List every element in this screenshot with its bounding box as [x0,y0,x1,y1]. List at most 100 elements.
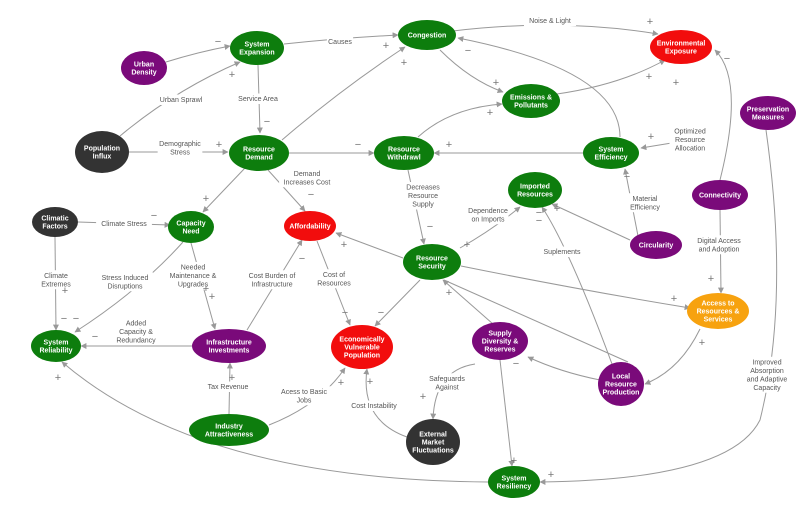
edge-11 [417,101,503,138]
edge-label-text: Climate Stress [101,221,147,228]
edge-24 [541,206,613,365]
edge-13 [457,36,621,138]
edge-label-text: Redundancy [116,338,156,345]
node-shape [189,414,269,446]
node-shape [583,137,639,169]
edge-label-text: on Imports [471,216,505,223]
polarity-sign: − [299,253,305,265]
edge-35 [442,279,494,325]
node-label: Capacity [176,221,205,228]
polarity-sign: + [229,372,235,384]
node-shape [687,293,749,329]
edge-41 [363,368,408,438]
node-label: Population [344,353,380,360]
edge-23 [459,206,521,249]
node-label: Vulnerable [344,345,380,352]
node-label: Supply [488,331,511,338]
polarity-sign: + [671,293,677,305]
polarity-sign: + [62,285,68,297]
node-connectivity[interactable]: Connectivity [692,180,748,210]
node-emissions-pollutants[interactable]: Emissions &Pollutants [502,84,560,118]
polarity-sign: + [55,372,61,384]
node-shape [403,244,461,280]
node-congestion[interactable]: Congestion [398,20,456,50]
polarity-sign: + [367,376,373,388]
node-shape [598,362,644,406]
edge-label-bg [467,205,509,225]
node-shape [230,31,284,65]
node-shape [192,329,266,363]
edge-label-text: Cost of [323,272,345,279]
edge-label-text: Increases Cost [284,179,331,186]
polarity-sign: + [338,377,344,389]
node-label: Connectivity [699,193,741,200]
polarity-sign: + [401,57,407,69]
node-affordability[interactable]: Affordability [284,211,336,241]
node-label: Resources & [697,309,740,316]
edge-label-service-area: Service Area [233,93,283,104]
polarity-sign: − [378,307,384,319]
polarity-signs-layer: −++−++++−++−++−−+−+−+++−−+−−++−−+−−−−+++… [55,16,730,481]
node-label: Diversity & [482,339,519,346]
edge-label-text: Against [435,384,458,391]
polarity-sign: + [511,455,517,467]
edge-label-text: Improved [752,359,781,366]
edge-label-bg [97,272,153,292]
polarity-sign: − [308,189,314,201]
edge-label-text: Extremes [41,281,71,288]
edge-label-text: Absorption [750,368,784,375]
polarity-sign: − [73,313,79,325]
node-label: Resource [605,382,637,389]
node-label: System [44,340,69,347]
edge-8 [439,49,504,93]
polarity-sign: + [383,40,389,52]
node-label: Industry [215,424,243,431]
edge-37 [443,279,629,363]
node-label: Emissions & [510,95,552,102]
edge-label-bg [156,94,206,105]
edge-label-text: Supply [412,202,434,209]
edge-label-text: Suplements [544,249,581,256]
edge-label-bg [205,381,251,392]
node-circularity[interactable]: Circularity [630,231,682,259]
node-label: Access to [701,301,734,308]
edge-label-bg [426,373,468,393]
node-label: Security [418,264,446,271]
node-label: Services [704,317,733,324]
node-label: Production [603,390,640,397]
edge-label-text: Tax Revenue [208,384,249,391]
edge-label-bg [315,269,353,289]
node-shape [740,96,796,130]
node-shape [406,419,460,465]
node-label: Reserves [484,347,515,354]
